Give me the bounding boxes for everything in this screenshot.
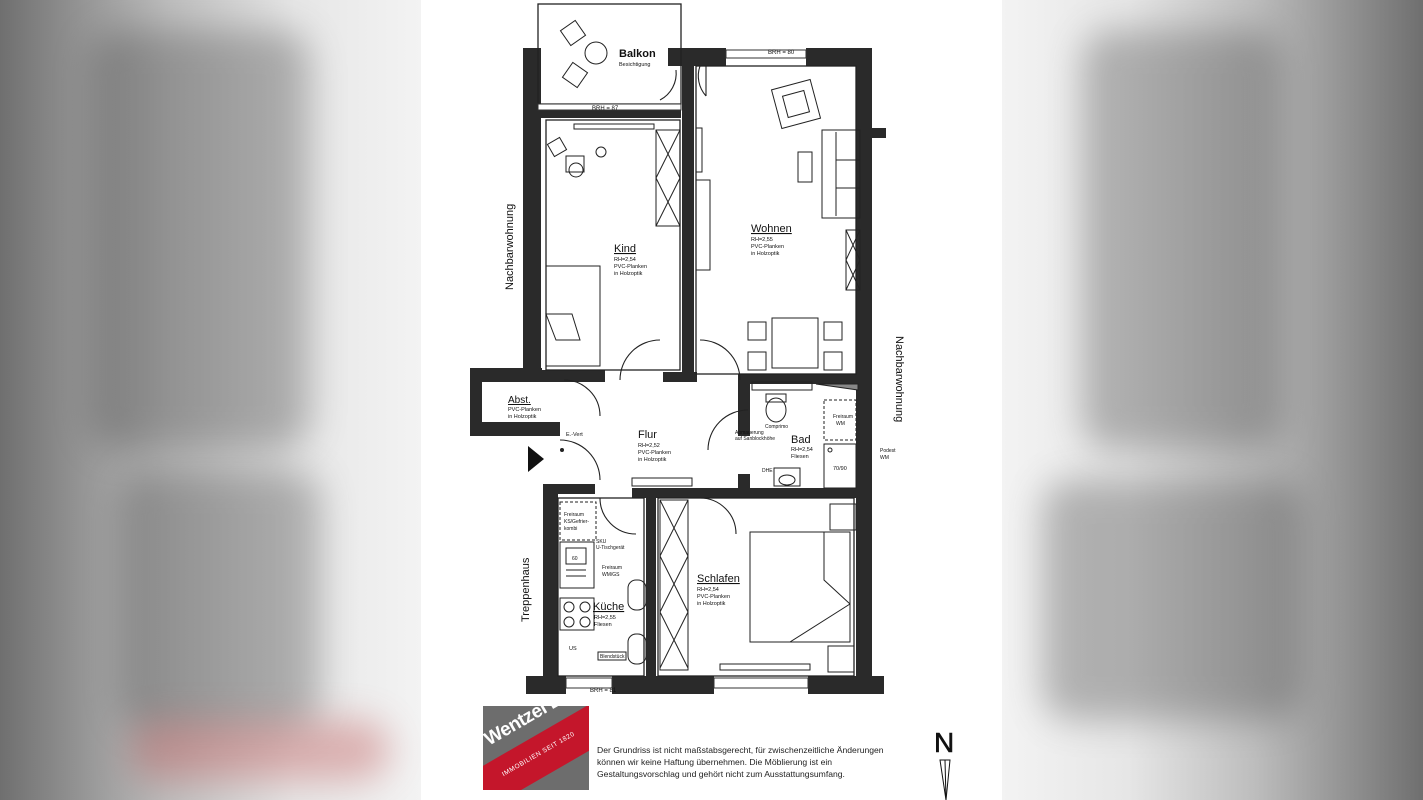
svg-text:N: N (934, 727, 954, 758)
abmauerung-label-2: auf Sanblockhöhe (735, 436, 775, 442)
treppenhaus-label: Treppenhaus (520, 557, 532, 622)
kind-height: RH=2,54 (614, 257, 636, 263)
nachbarwohnung-right-label: Nachbarwohnung (893, 336, 905, 422)
kueche-height: RH=2,55 (594, 615, 616, 621)
abst-label: Abst. (508, 395, 531, 406)
schlafen-floor1: PVC-Planken (697, 594, 730, 600)
kueche-label: Küche (593, 601, 624, 613)
freiraum-wm-label-2: WM (836, 421, 845, 427)
walls (470, 48, 886, 694)
bad-floor: Fliesen (791, 454, 809, 460)
wohnen-floor1: PVC-Planken (751, 244, 784, 250)
wohnen-floor2: in Holzoptik (751, 251, 780, 257)
ks-label-2: KS/Gefrier- (564, 519, 589, 525)
kueche-floor: Fliesen (594, 622, 612, 628)
company-logo: Wentzel Dr. IMMOBILIEN SEIT 1820 (483, 706, 589, 790)
flur-label: Flur (638, 429, 657, 441)
abst-floor1: PVC-Planken (508, 407, 541, 413)
blurred-background-left (0, 0, 421, 800)
north-arrow-icon: N (934, 727, 955, 800)
balkon-floor: Besichtigung (619, 62, 651, 68)
wohnen-height: RH=2,55 (751, 237, 773, 243)
ks-label-1: Freiraum (564, 512, 584, 518)
blurred-background-right (1002, 0, 1423, 800)
balkon-label: Balkon (619, 48, 656, 60)
kind-label: Kind (614, 243, 636, 255)
brh-bottom: BRH = 81 (590, 688, 617, 694)
blendstueck-label: Blendstück (600, 654, 625, 660)
schlafen-floor2: in Holzoptik (697, 601, 726, 607)
abst-floor2: in Holzoptik (508, 414, 537, 420)
floor-plan-sheet (421, 0, 1002, 800)
wm-gs-label-1: Freiraum (602, 565, 622, 571)
ks-label-3: kombi (564, 526, 577, 532)
disclaimer-text: Der Grundriss ist nicht maßstabsgerecht,… (597, 745, 884, 779)
abmauerung-label-1: Abmauerung (735, 430, 764, 436)
sku-label-2: U-Tischgerät (596, 545, 625, 551)
comprimo-label: Comprimo (765, 424, 788, 430)
schlafen-label: Schlafen (697, 573, 740, 585)
kind-floor1: PVC-Planken (614, 264, 647, 270)
brh-balkon: BRH = 87 (592, 106, 619, 112)
brh-top: BRH = 80 (768, 50, 795, 56)
bad-height: RH=2,54 (791, 447, 813, 453)
evert-label: E.-Vert (566, 432, 583, 438)
flur-height: RH=2,52 (638, 443, 660, 449)
sku-label-1: SKU (596, 539, 607, 545)
podest-label-1: Podest (880, 448, 896, 454)
dusche-label: 70/90 (833, 466, 847, 472)
dhe-label: DHE (762, 468, 773, 474)
podest-label-2: WM (880, 455, 889, 461)
us-label: US (569, 646, 577, 652)
schlafen-height: RH=2,54 (697, 587, 719, 593)
bad-label: Bad (791, 434, 811, 446)
freiraum-wm-label-1: Freiraum (833, 414, 853, 420)
entrance-arrow-icon (528, 446, 544, 472)
nachbarwohnung-left-label: Nachbarwohnung (504, 204, 516, 290)
wohnen-label: Wohnen (751, 223, 792, 235)
wm-gs-label-2: WM/GS (602, 572, 620, 578)
sink-label: 60 (572, 556, 578, 562)
flur-floor1: PVC-Planken (638, 450, 671, 456)
kind-floor2: in Holzoptik (614, 271, 643, 277)
flur-floor2: in Holzoptik (638, 457, 667, 463)
